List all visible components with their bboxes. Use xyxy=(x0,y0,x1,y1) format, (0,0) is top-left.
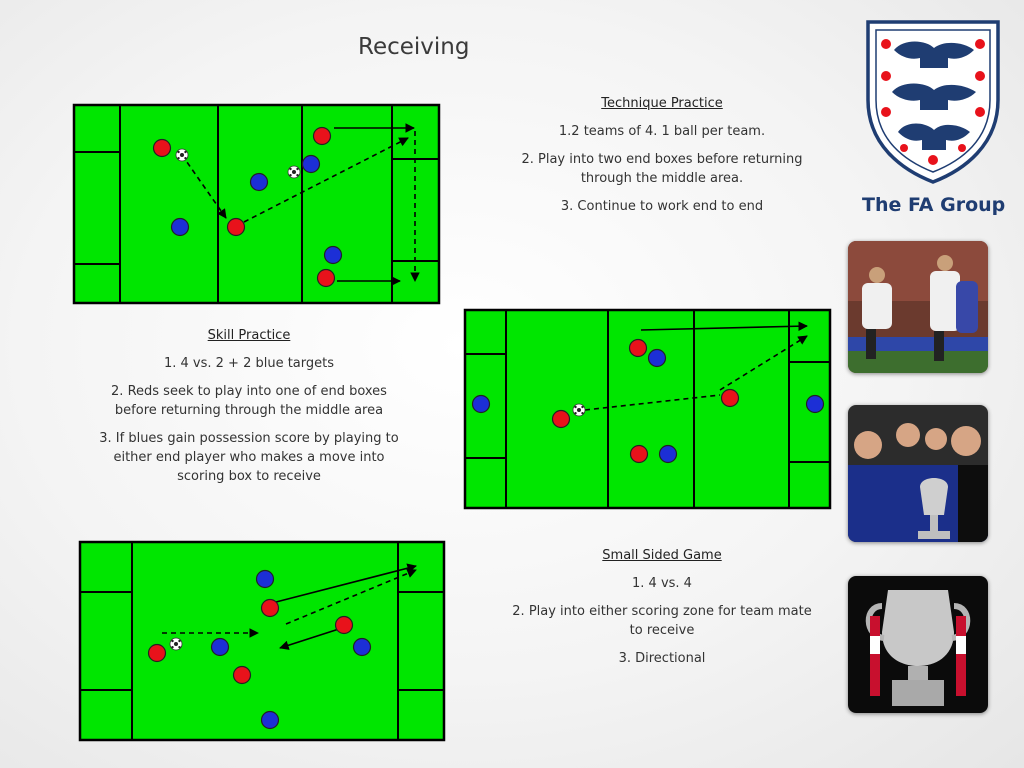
red-player xyxy=(551,409,571,429)
fa-group-wordmark: The FA Group xyxy=(862,194,1006,216)
blue-player xyxy=(301,154,321,174)
ssg-text: Small Sided Game 1. 4 vs. 4 2. Play into… xyxy=(504,546,820,677)
blue-player xyxy=(471,394,491,414)
blue-player xyxy=(352,637,372,657)
blue-player xyxy=(170,217,190,237)
blue-player xyxy=(260,710,280,730)
red-player xyxy=(334,615,354,635)
blue-player xyxy=(323,245,343,265)
technique-text: Technique Practice 1.2 teams of 4. 1 bal… xyxy=(504,94,820,225)
match-header-photo xyxy=(848,241,988,373)
technique-line-1: 1.2 teams of 4. 1 ball per team. xyxy=(558,124,766,139)
blue-player xyxy=(210,637,230,657)
team-celebration-photo xyxy=(848,405,988,542)
red-player xyxy=(226,217,246,237)
red-player xyxy=(152,138,172,158)
ball-icon xyxy=(169,637,183,651)
technique-pitch-diagram xyxy=(72,103,441,305)
red-player xyxy=(316,268,336,288)
blue-player xyxy=(255,569,275,589)
blue-player xyxy=(805,394,825,414)
ball-icon xyxy=(572,403,586,417)
ssg-line-3: 3. Directional xyxy=(618,651,706,666)
red-player xyxy=(629,444,649,464)
ssg-line-1: 1. 4 vs. 4 xyxy=(632,576,692,591)
fa-crest-logo xyxy=(866,20,1000,184)
red-player xyxy=(147,643,167,663)
ball-icon xyxy=(175,148,189,162)
skill-line-3: 3. If blues gain possession score by pla… xyxy=(99,431,399,484)
page-title: Receiving xyxy=(358,34,470,60)
red-player xyxy=(260,598,280,618)
technique-line-2: 2. Play into two end boxes before return… xyxy=(521,152,803,186)
fa-cup-trophy-photo xyxy=(848,576,988,713)
red-player xyxy=(312,126,332,146)
ball-icon xyxy=(287,165,301,179)
skill-line-2: 2. Reds seek to play into one of end box… xyxy=(111,384,387,418)
skill-heading: Skill Practice xyxy=(207,328,291,343)
blue-player xyxy=(249,172,269,192)
skill-line-1: 1. 4 vs. 2 + 2 blue targets xyxy=(163,356,335,371)
technique-heading: Technique Practice xyxy=(601,96,723,111)
ssg-pitch-diagram xyxy=(78,540,446,742)
red-player xyxy=(628,338,648,358)
technique-line-3: 3. Continue to work end to end xyxy=(560,199,764,214)
blue-player xyxy=(658,444,678,464)
blue-player xyxy=(647,348,667,368)
red-player xyxy=(232,665,252,685)
ssg-heading: Small Sided Game xyxy=(602,548,722,563)
skill-text: Skill Practice 1. 4 vs. 2 + 2 blue targe… xyxy=(94,326,404,495)
red-player xyxy=(720,388,740,408)
ssg-line-2: 2. Play into either scoring zone for tea… xyxy=(512,604,812,638)
skill-pitch-diagram xyxy=(463,308,832,510)
